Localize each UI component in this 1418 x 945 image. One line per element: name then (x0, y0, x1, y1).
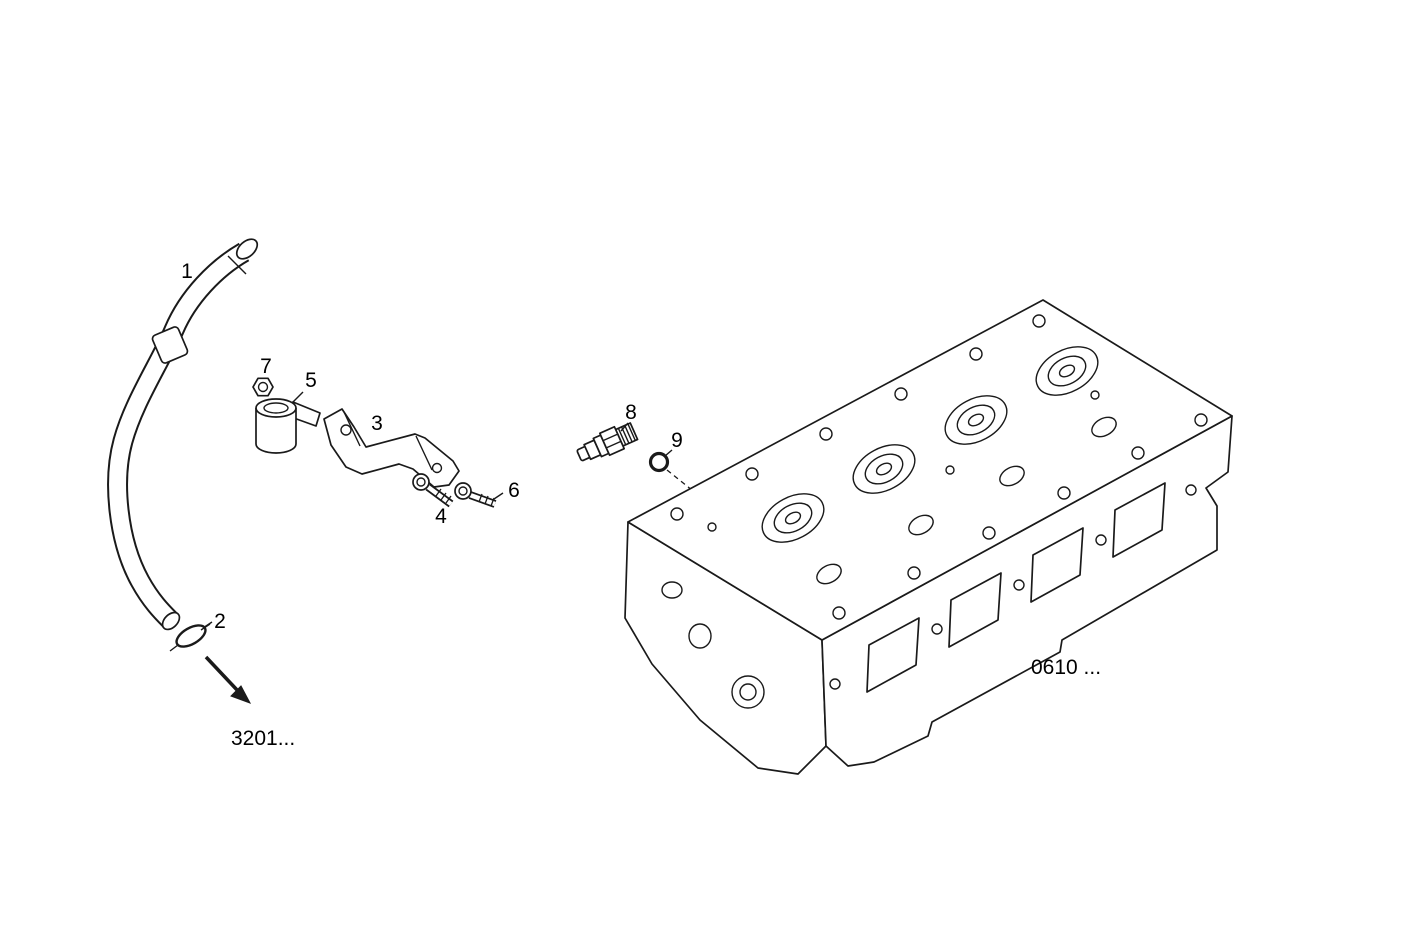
valve-bores (761, 346, 1099, 543)
cylinder-head (624, 299, 1233, 775)
nut (252, 377, 274, 397)
pipe-clip (255, 398, 321, 454)
callout-4: 4 (435, 505, 447, 528)
leader-lines (200, 391, 673, 631)
callout-1: 1 (181, 260, 193, 283)
callout-2: 2 (214, 610, 226, 633)
callout-7: 7 (260, 355, 272, 378)
screw-6 (454, 482, 497, 508)
union-fitting (576, 422, 639, 462)
exhaust-ports (829, 482, 1197, 693)
callout-3: 3 (371, 412, 383, 435)
bolt-holes (670, 314, 1208, 620)
callout-9: 9 (671, 429, 683, 452)
callout-6: 6 (508, 479, 520, 502)
callout-5: 5 (305, 369, 317, 392)
bracket (323, 408, 460, 488)
end-face-details (661, 581, 765, 709)
callout-8: 8 (625, 401, 637, 424)
vent-pipe (107, 238, 259, 631)
reference-3201: 3201... (231, 727, 295, 750)
screw-4 (412, 473, 454, 508)
reference-0610: 0610 ... (1031, 656, 1101, 679)
reference-arrow (204, 655, 252, 704)
secondary-bores (816, 416, 1117, 585)
